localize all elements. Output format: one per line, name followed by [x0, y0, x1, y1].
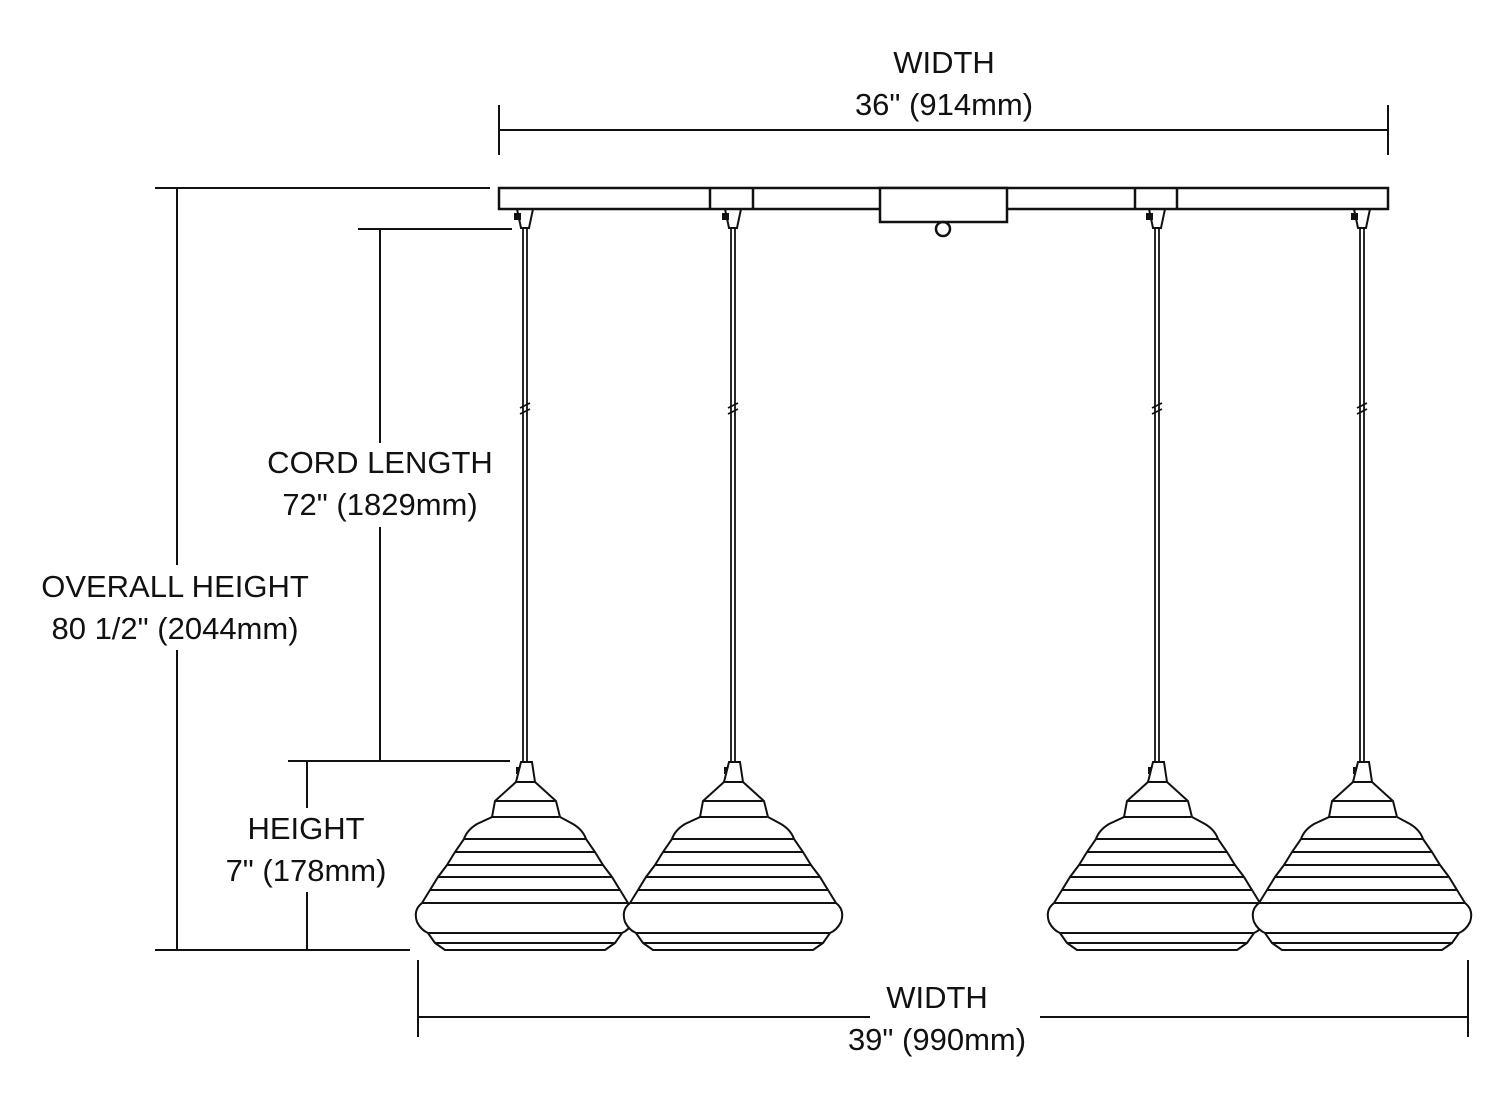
bottom-width-title: WIDTH — [886, 980, 988, 1015]
overall-height-dimension-line — [155, 187, 490, 951]
screw-icon — [722, 213, 729, 220]
glass-shade — [1251, 761, 1473, 951]
bottom-width-value: 39" (990mm) — [847, 1022, 1027, 1057]
glass-shade — [1046, 761, 1268, 951]
bottom-width-label: WIDTH 39" (990mm) — [848, 977, 1026, 1061]
screw-icon — [1146, 213, 1153, 220]
glass-shade — [414, 761, 636, 951]
screw-icon — [514, 213, 521, 220]
pendant-light — [414, 208, 636, 951]
overall-height-label: OVERALL HEIGHT 80 1/2" (2044mm) — [41, 566, 309, 650]
cord — [727, 228, 739, 762]
cord-length-label: CORD LENGTH 72" (1829mm) — [267, 442, 493, 526]
overall-height-title: OVERALL HEIGHT — [41, 569, 309, 604]
screw-icon — [1351, 213, 1358, 220]
top-width-value: 36" (914mm) — [854, 87, 1034, 122]
top-width-label: WIDTH 36" (914mm) — [855, 42, 1033, 126]
height-value: 7" (178mm) — [225, 853, 387, 888]
glass-shade — [622, 761, 844, 951]
bottom-width-dimension-line — [417, 960, 1469, 1037]
height-title: HEIGHT — [247, 811, 365, 846]
top-width-dimension-line — [498, 105, 1389, 155]
cord-length-dimension-line — [288, 228, 512, 762]
pendant-light — [1046, 208, 1268, 951]
overall-height-value: 80 1/2" (2044mm) — [51, 611, 299, 646]
pendant-light — [1251, 208, 1473, 951]
cord — [519, 228, 531, 762]
cord-length-title: CORD LENGTH — [267, 445, 493, 480]
pendant-light — [622, 208, 844, 951]
height-label: HEIGHT 7" (178mm) — [226, 808, 387, 892]
cord — [1356, 228, 1368, 762]
cord-length-value: 72" (1829mm) — [282, 487, 478, 522]
top-width-title: WIDTH — [893, 45, 995, 80]
canopy-bar — [497, 186, 1390, 238]
cord — [1151, 228, 1163, 762]
